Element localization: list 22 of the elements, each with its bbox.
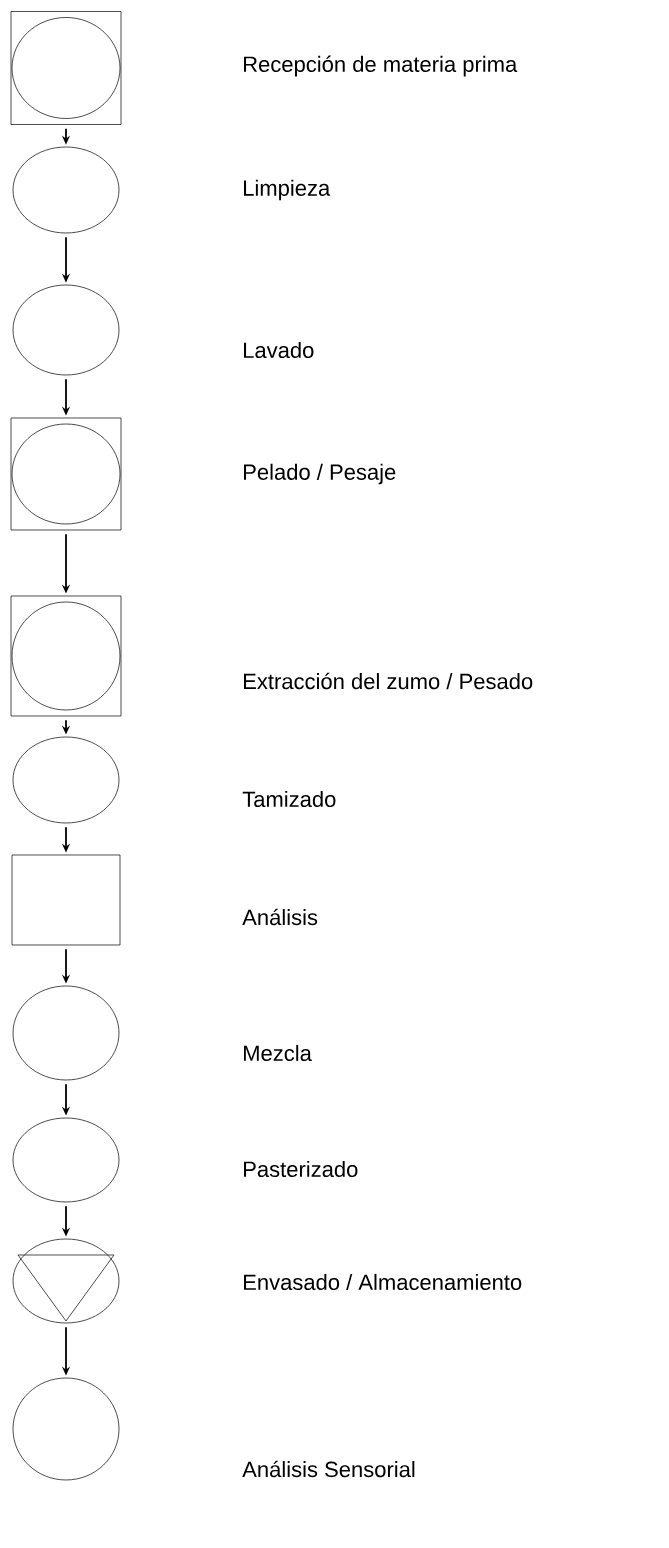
step-label: Pasterizado: [244, 1160, 358, 1178]
framed-circle-symbol: [10, 11, 122, 125]
circle-symbol: [12, 146, 120, 234]
circle-symbol: [12, 284, 120, 376]
step-label: Lavado: [244, 341, 314, 359]
step-label: Tamizado: [242, 790, 336, 808]
circle-symbol: [12, 1377, 120, 1481]
triangle-circle-symbol: [12, 1238, 120, 1324]
step-label: Análisis Sensorial: [242, 1460, 415, 1478]
framed-circle-symbol: [10, 417, 122, 531]
square-symbol: [11, 854, 121, 946]
step-label: Envasado / Almacenamiento: [244, 1273, 522, 1291]
step-label: Análisis: [242, 908, 318, 926]
circle-symbol: [12, 1117, 120, 1203]
circle-symbol: [12, 736, 120, 824]
step-label: Recepción de materia prima: [244, 55, 518, 77]
step-label: Extracción del zumo / Pesado: [244, 672, 533, 690]
circle-symbol: [12, 985, 120, 1081]
step-label: Pelado / Pesaje: [244, 463, 396, 485]
step-label: Limpieza: [244, 179, 331, 201]
step-label: Mezcla: [244, 1044, 312, 1062]
framed-circle-symbol: [10, 595, 122, 717]
